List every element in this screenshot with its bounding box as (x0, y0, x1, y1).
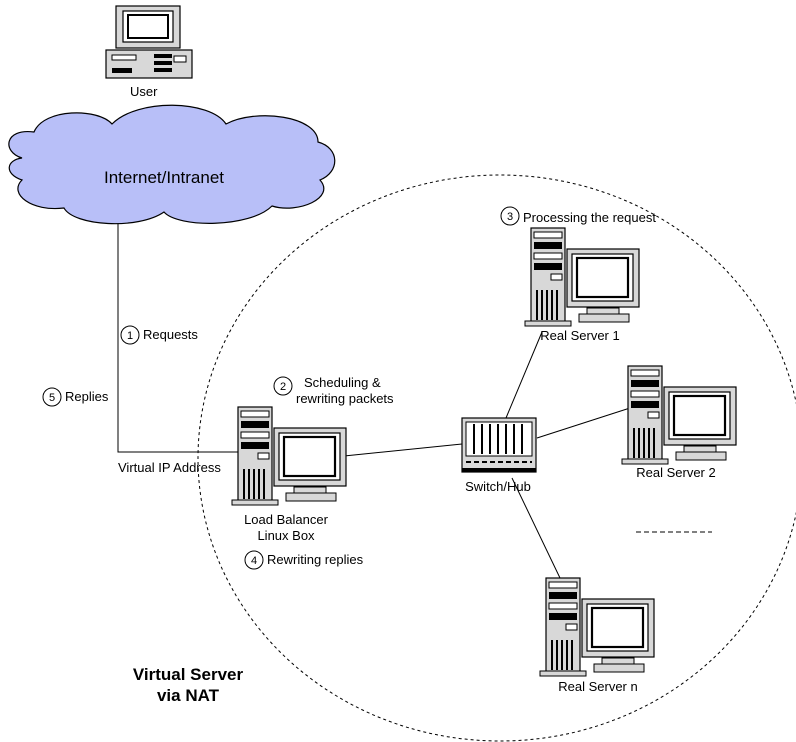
real-server-2-label: Real Server 2 (636, 465, 715, 480)
cloud-label: Internet/Intranet (104, 168, 224, 187)
diagram-title-line2: via NAT (157, 686, 220, 705)
step-3-marker (500, 206, 520, 226)
real-server-n-icon (538, 576, 656, 678)
step-3-number: 3 (507, 211, 513, 223)
step-3-label: Processing the request (523, 210, 656, 225)
step-4-label: Rewriting replies (267, 552, 364, 567)
real-server-1-label: Real Server 1 (540, 328, 619, 343)
switch-hub-label: Switch/Hub (465, 479, 531, 494)
load-balancer-label-line2: Linux Box (257, 528, 315, 543)
real-server-n-label: Real Server n (558, 679, 637, 694)
step-2-marker (273, 376, 293, 396)
step-5-marker (42, 387, 62, 407)
step-2-label-line1: Scheduling & (304, 375, 381, 390)
step-5-label: Replies (65, 389, 109, 404)
step-1-number: 1 (127, 330, 133, 342)
switch-to-servern-link (511, 477, 561, 579)
step-1-label: Requests (143, 327, 198, 342)
virtual-ip-label: Virtual IP Address (118, 460, 221, 475)
virtual-server-boundary (197, 174, 796, 742)
switch-hub-icon (461, 417, 537, 473)
real-server-2-icon (620, 364, 738, 466)
load-balancer-label-line1: Load Balancer (244, 512, 329, 527)
internet-cloud (8, 104, 336, 225)
loadbalancer-to-switch-link (343, 443, 463, 457)
user-label: User (130, 84, 158, 99)
switch-to-server1-link (505, 331, 543, 419)
step-4-marker (244, 550, 264, 570)
load-balancer-icon (230, 405, 348, 507)
step-5-number: 5 (49, 392, 55, 404)
step-1-marker (120, 325, 140, 345)
user-pc-icon (105, 5, 193, 79)
step-2-number: 2 (280, 381, 286, 393)
internet-to-loadbalancer-link (117, 218, 238, 453)
real-server-1-icon (523, 226, 641, 328)
step-2-label-line2: rewriting packets (296, 391, 394, 406)
step-4-number: 4 (251, 555, 257, 567)
diagram-title-line1: Virtual Server (133, 665, 244, 684)
switch-to-server2-link (536, 407, 631, 439)
